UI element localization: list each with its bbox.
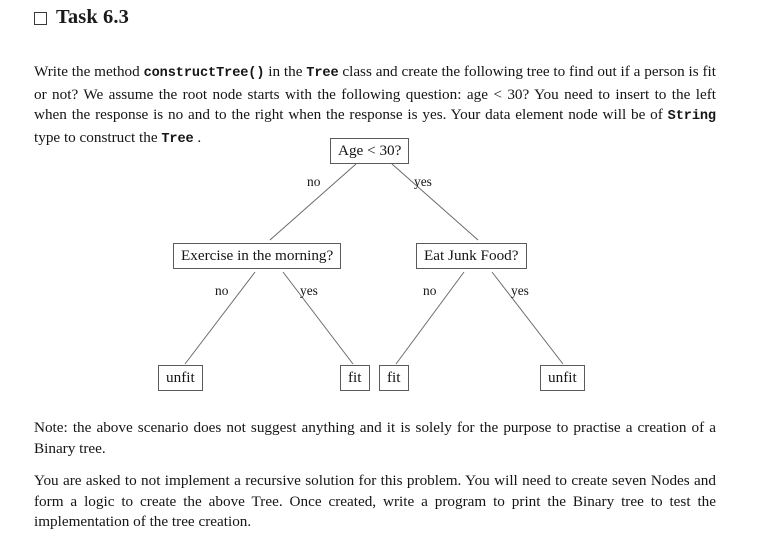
- tree-leaf-unfit-right[interactable]: unfit: [540, 365, 585, 392]
- text-span: .: [193, 128, 202, 146]
- intro-paragraph: Write the method constructTree() in the …: [34, 62, 716, 150]
- tree-node-root[interactable]: Age < 30?: [330, 138, 410, 165]
- code-span: Tree: [161, 131, 194, 147]
- edge-root-right: [391, 163, 479, 241]
- edge-label-root-no: no: [307, 174, 321, 189]
- text-span: type to construct the: [34, 128, 162, 146]
- tree-leaf-fit-left[interactable]: fit: [340, 365, 370, 392]
- edge-right-yes: [491, 271, 564, 365]
- note-paragraph: Note: the above scenario does not sugges…: [34, 419, 716, 457]
- tree-edges: [184, 163, 564, 365]
- edge-right-no: [395, 271, 465, 365]
- edge-left-no: [184, 271, 256, 365]
- page-title: Task 6.3: [34, 7, 129, 28]
- edge-label-left-no: no: [215, 283, 229, 298]
- edge-label-left-yes: yes: [300, 283, 318, 298]
- code-span: String: [667, 109, 716, 125]
- task-paragraph: You are asked to not implement a recursi…: [34, 472, 716, 531]
- text-span: in the: [264, 63, 307, 81]
- code-span: Tree: [306, 66, 339, 82]
- edge-label-root-yes: yes: [414, 174, 432, 189]
- edge-label-right-no: no: [423, 283, 437, 298]
- text-span: class and create the following tree to f…: [34, 63, 716, 124]
- empty-checkbox-icon[interactable]: [34, 11, 47, 25]
- code-span: constructTree(): [143, 66, 265, 82]
- task-title-text: Task 6.3: [56, 6, 129, 28]
- tree-node-right-child[interactable]: Eat Junk Food?: [416, 243, 527, 270]
- text-span: Write the method: [34, 63, 144, 81]
- edge-label-right-yes: yes: [511, 283, 529, 298]
- binary-tree-diagram: Age < 30? Exercise in the morning? Eat J…: [0, 132, 768, 398]
- edge-left-yes: [282, 271, 354, 365]
- tree-node-left-child[interactable]: Exercise in the morning?: [173, 243, 342, 270]
- tree-leaf-fit-right[interactable]: fit: [379, 365, 409, 392]
- edge-root-left: [269, 163, 357, 241]
- tree-leaf-unfit-left[interactable]: unfit: [158, 365, 203, 392]
